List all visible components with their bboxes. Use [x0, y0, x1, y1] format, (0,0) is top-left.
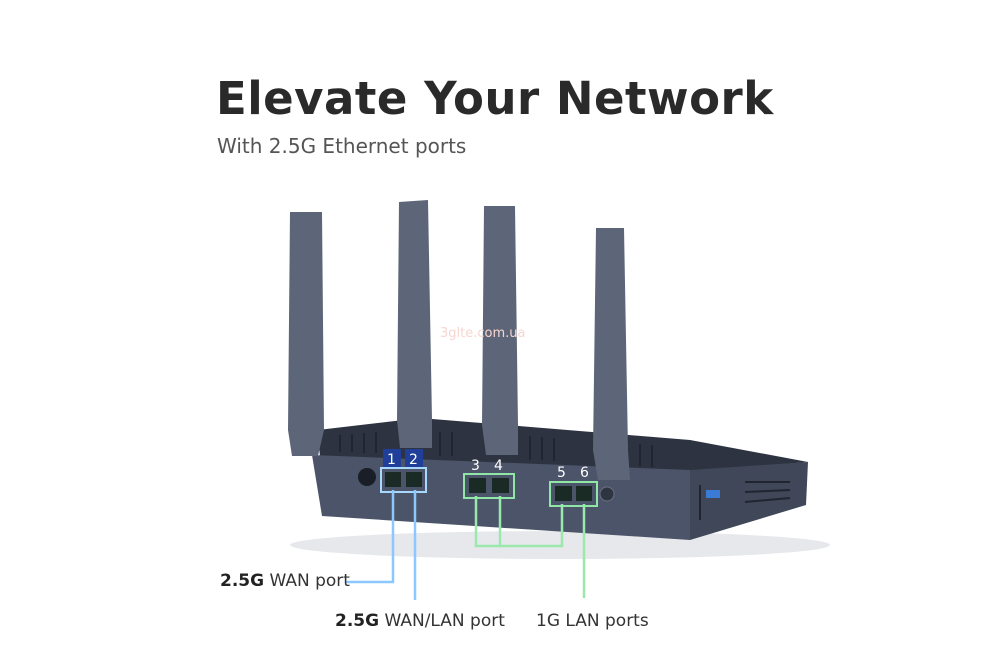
port-6-socket[interactable]	[576, 486, 592, 501]
port-number-2: 2	[409, 452, 418, 468]
port-number-5: 5	[557, 465, 566, 481]
antenna-2	[397, 200, 432, 448]
port-3-socket[interactable]	[469, 478, 486, 493]
port-4-socket[interactable]	[492, 478, 509, 493]
page-subtitle: With 2.5G Ethernet ports	[217, 134, 467, 158]
port-5-socket[interactable]	[555, 486, 572, 501]
page-title: Elevate Your Network	[216, 72, 774, 125]
callout-wan-lan-port: 2.5G WAN/LAN port	[335, 611, 505, 631]
antenna-1	[288, 212, 324, 456]
port-number-6: 6	[580, 465, 589, 481]
callout-line-lan	[474, 496, 586, 598]
router-top	[318, 418, 808, 472]
antennas	[288, 200, 630, 480]
antenna-3	[482, 206, 518, 455]
port-number-1: 1	[387, 452, 396, 468]
port-group-wan	[380, 467, 427, 493]
callout-lan-ports: 1G LAN ports	[536, 611, 649, 631]
port-group-lan-a	[463, 473, 515, 499]
reset-button-icon	[599, 486, 615, 502]
port-group-lan-b	[549, 481, 598, 507]
antenna-4	[593, 228, 630, 480]
callout-wan-port: 2.5G WAN port	[220, 571, 350, 591]
port-2-socket[interactable]	[406, 472, 422, 487]
callout-line-wan	[345, 490, 395, 584]
port-number-4: 4	[494, 458, 503, 474]
port-1-socket[interactable]	[385, 472, 401, 487]
port-number-3: 3	[471, 458, 480, 474]
watermark: 3glte.com.ua	[440, 326, 525, 341]
usb-port-icon	[706, 490, 720, 498]
dc-jack-icon	[358, 468, 376, 486]
